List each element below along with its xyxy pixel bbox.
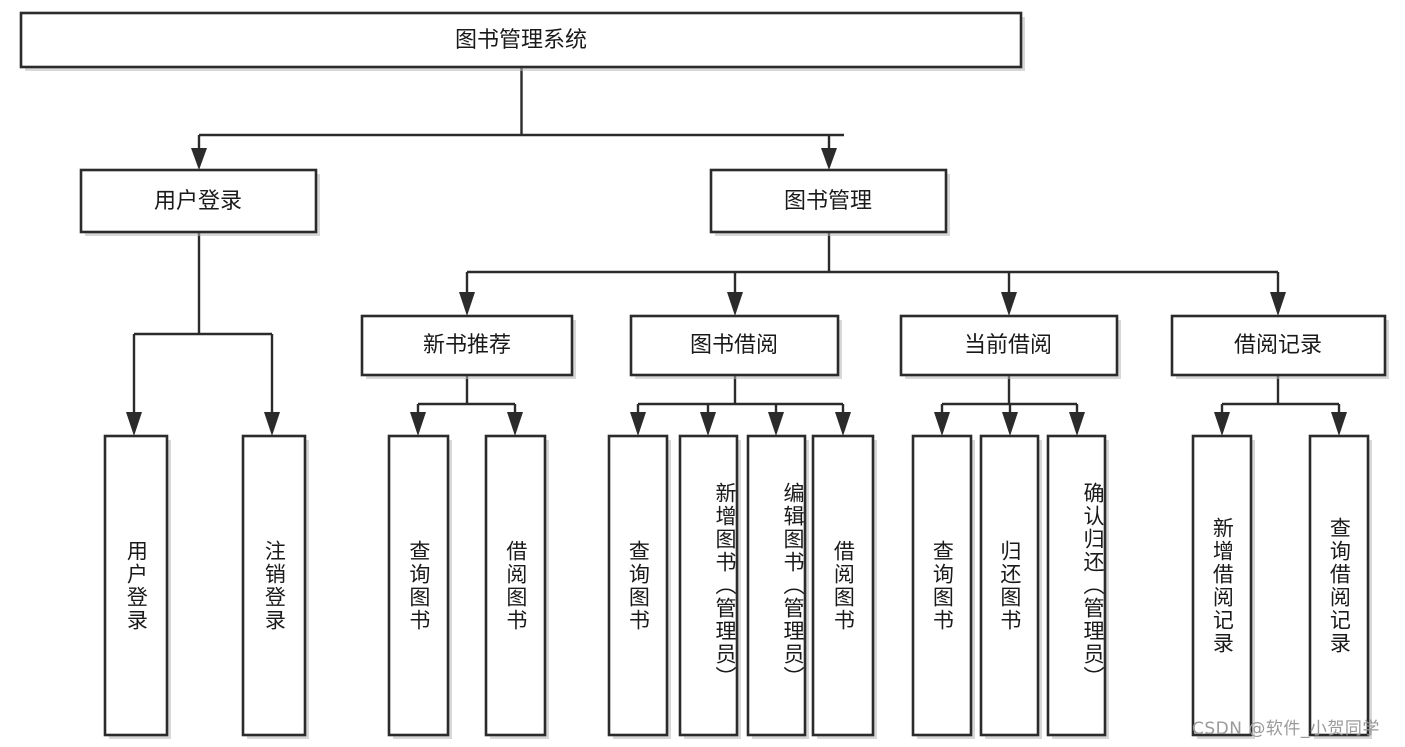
node-leaf-user-login-box[interactable] [103, 434, 169, 737]
node-leaf-return-book-box[interactable] [979, 434, 1040, 737]
node-new-book-recommend-box[interactable] [360, 314, 574, 377]
node-borrow-record-box[interactable] [1170, 314, 1387, 377]
arrow-to-new-book-recommend [459, 292, 475, 316]
arrow-to-leaf-borrow-book-1 [507, 412, 523, 436]
node-book-manage-box[interactable] [709, 168, 948, 234]
arrow-to-leaf-query-book-3 [934, 412, 950, 436]
node-layer: 图书管理系统 用户登录 图书管理 新书推荐 图书借阅 当前借阅 借阅记录 [19, 11, 1389, 739]
node-current-borrow-box[interactable] [899, 314, 1119, 377]
node-leaf-query-book-1-box[interactable] [387, 434, 450, 737]
csdn-watermark: CSDN @软件_小贺同学 [1192, 719, 1380, 739]
arrow-to-leaf-query-book-1 [410, 412, 426, 436]
node-book-borrow-box[interactable] [629, 314, 840, 377]
arrow-to-leaf-return-book [1002, 412, 1018, 436]
arrow-to-leaf-add-book [700, 412, 716, 436]
arrow-to-leaf-add-record [1214, 412, 1230, 436]
connector-layer [126, 67, 1347, 436]
node-root-box[interactable] [19, 11, 1023, 69]
arrow-to-leaf-edit-book [768, 412, 784, 436]
arrow-to-leaf-confirm-return [1069, 412, 1085, 436]
node-leaf-add-book-box[interactable] [678, 434, 739, 737]
node-leaf-edit-book-box[interactable] [746, 434, 807, 737]
node-leaf-borrow-book-2-box[interactable] [811, 434, 875, 737]
node-current-borrow-label: 当前借阅 [964, 333, 1052, 358]
arrow-to-leaf-query-record [1331, 412, 1347, 436]
arrow-to-leaf-logout [264, 412, 280, 436]
node-leaf-logout-box[interactable] [241, 434, 307, 737]
node-borrow-record-label: 借阅记录 [1234, 333, 1322, 358]
node-user-login-box[interactable] [79, 168, 318, 234]
arrow-to-leaf-user-login [126, 412, 142, 436]
node-book-borrow-label: 图书借阅 [690, 333, 778, 358]
arrow-to-borrow-record [1270, 292, 1286, 316]
arrow-to-leaf-borrow-book-2 [835, 412, 851, 436]
node-user-login-label: 用户登录 [154, 189, 242, 214]
node-leaf-add-record-box[interactable] [1191, 434, 1253, 737]
arrow-to-leaf-query-book-2 [630, 412, 646, 436]
arrow-to-current-borrow [1001, 292, 1017, 316]
node-leaf-query-record-box[interactable] [1308, 434, 1370, 737]
node-book-manage-label: 图书管理 [784, 189, 872, 214]
arrow-to-book-borrow [727, 292, 743, 316]
node-leaf-query-book-3-box[interactable] [911, 434, 973, 737]
arrow-to-user-login [191, 148, 207, 170]
node-leaf-query-book-2-box[interactable] [607, 434, 669, 737]
node-new-book-recommend-label: 新书推荐 [423, 333, 511, 358]
arrow-to-book-manage [821, 148, 837, 170]
node-leaf-borrow-book-1-box[interactable] [484, 434, 547, 737]
node-leaf-confirm-return-box[interactable] [1046, 434, 1107, 737]
node-root-label: 图书管理系统 [455, 28, 587, 53]
